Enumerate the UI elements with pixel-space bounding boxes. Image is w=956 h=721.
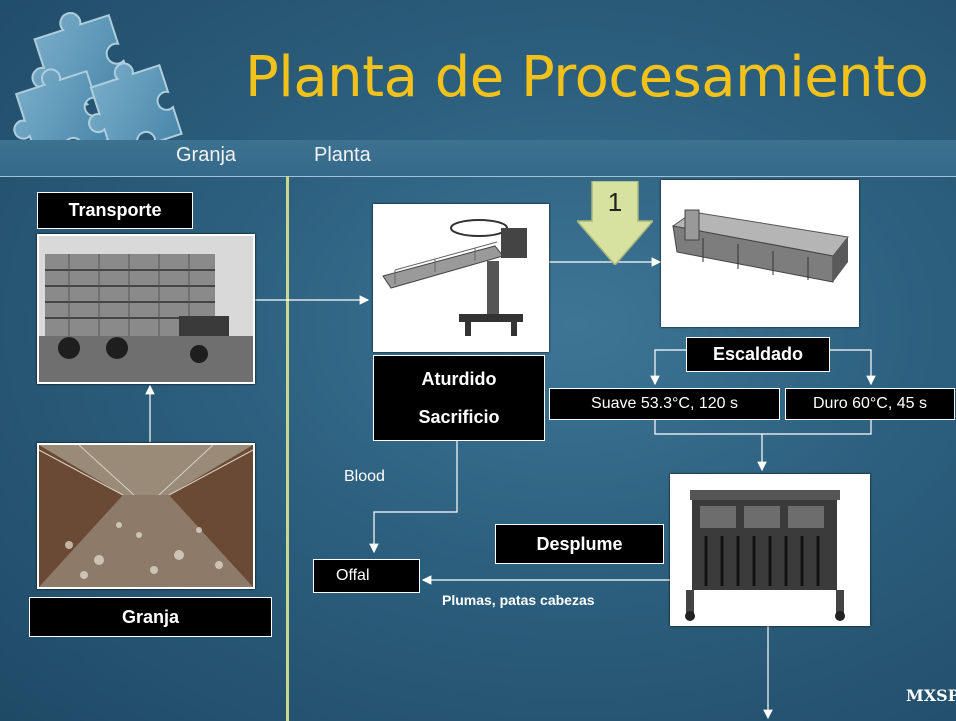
scald-soft-option: Suave 53.3°C, 120 s (549, 388, 780, 420)
offal-box: Offal (313, 559, 420, 593)
slide-title: Planta de Procesamiento (245, 45, 929, 110)
farm-label: Granja (29, 597, 272, 637)
farm-house-photo (37, 443, 255, 589)
column-header-band (0, 140, 956, 177)
step-1-number: 1 (607, 187, 623, 217)
byproducts-label: Plumas, patas cabezas (442, 592, 595, 608)
scald-hard-option: Duro 60°C, 45 s (785, 388, 955, 420)
stunning-slaughter-label: Aturdido Sacrificio (373, 355, 545, 441)
column-divider (286, 176, 289, 721)
column-header-granja: Granja (176, 144, 237, 166)
step-1-arrow-icon: 1 (575, 180, 655, 267)
scalding-label: Escaldado (686, 337, 830, 372)
transport-label: Transporte (37, 192, 193, 229)
stunning-label: Aturdido (421, 369, 497, 389)
puzzle-pieces-logo (13, 12, 183, 164)
brand-logo: MXSP (906, 686, 956, 705)
plucker-machine-photo (670, 474, 870, 626)
column-header-planta: Planta (314, 144, 371, 166)
stunning-conveyor-photo (373, 204, 549, 352)
transport-truck-photo (37, 234, 255, 384)
scalding-tank-photo (661, 180, 859, 327)
blood-label: Blood (344, 468, 385, 485)
plucking-label: Desplume (495, 524, 664, 564)
slaughter-label: Sacrificio (418, 407, 500, 427)
